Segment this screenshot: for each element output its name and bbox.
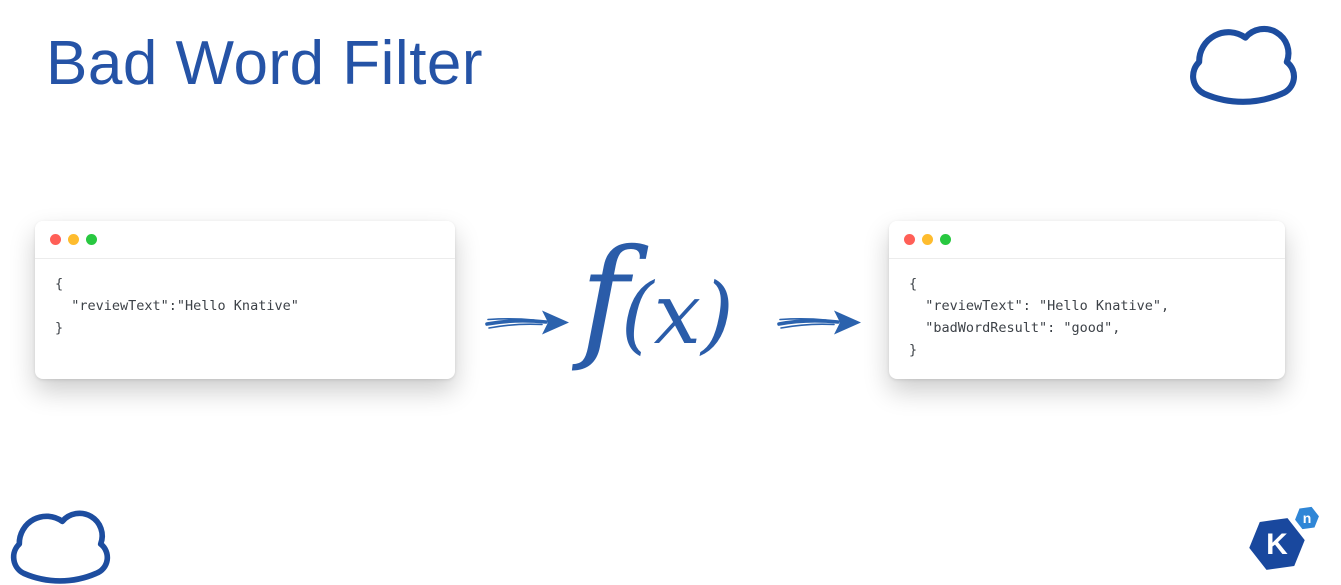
- code-line: "badWordResult": "good",: [909, 320, 1121, 336]
- function-label: f(x): [580, 232, 734, 364]
- output-code-window: { "reviewText": "Hello Knative", "badWor…: [889, 221, 1285, 379]
- arrow-right-icon-input: [485, 310, 569, 335]
- maximize-dot-icon: [86, 234, 97, 245]
- minimize-dot-icon: [68, 234, 79, 245]
- function-args: (x): [620, 265, 734, 363]
- window-titlebar: [889, 221, 1285, 259]
- arrow-right-icon-output: [777, 310, 861, 335]
- logo-letter-n: n: [1303, 510, 1312, 526]
- input-code-block: { "reviewText":"Hello Knative"}: [35, 259, 455, 353]
- close-dot-icon: [904, 234, 915, 245]
- output-code-block: { "reviewText": "Hello Knative", "badWor…: [889, 259, 1285, 375]
- cloud-icon-bottom-left: [10, 510, 111, 584]
- code-line: "reviewText": "Hello Knative",: [909, 298, 1170, 314]
- function-f: f: [580, 221, 629, 375]
- code-line: {: [909, 276, 918, 292]
- logo-letter-k: K: [1266, 528, 1288, 561]
- cloud-icon-top-right: [1190, 25, 1297, 105]
- code-line: {: [55, 276, 64, 292]
- input-code-window: { "reviewText":"Hello Knative"}: [35, 221, 455, 379]
- maximize-dot-icon: [940, 234, 951, 245]
- code-line: }: [55, 320, 64, 336]
- close-dot-icon: [50, 234, 61, 245]
- logo-hexagon-big: [1249, 518, 1305, 570]
- logo-hexagon-small: [1292, 504, 1322, 532]
- window-titlebar: [35, 221, 455, 259]
- knative-logo: K n: [1249, 504, 1322, 570]
- page-title: Bad Word Filter: [46, 29, 484, 98]
- code-line: "reviewText":"Hello Knative": [55, 298, 299, 314]
- code-line: }: [909, 342, 918, 358]
- minimize-dot-icon: [922, 234, 933, 245]
